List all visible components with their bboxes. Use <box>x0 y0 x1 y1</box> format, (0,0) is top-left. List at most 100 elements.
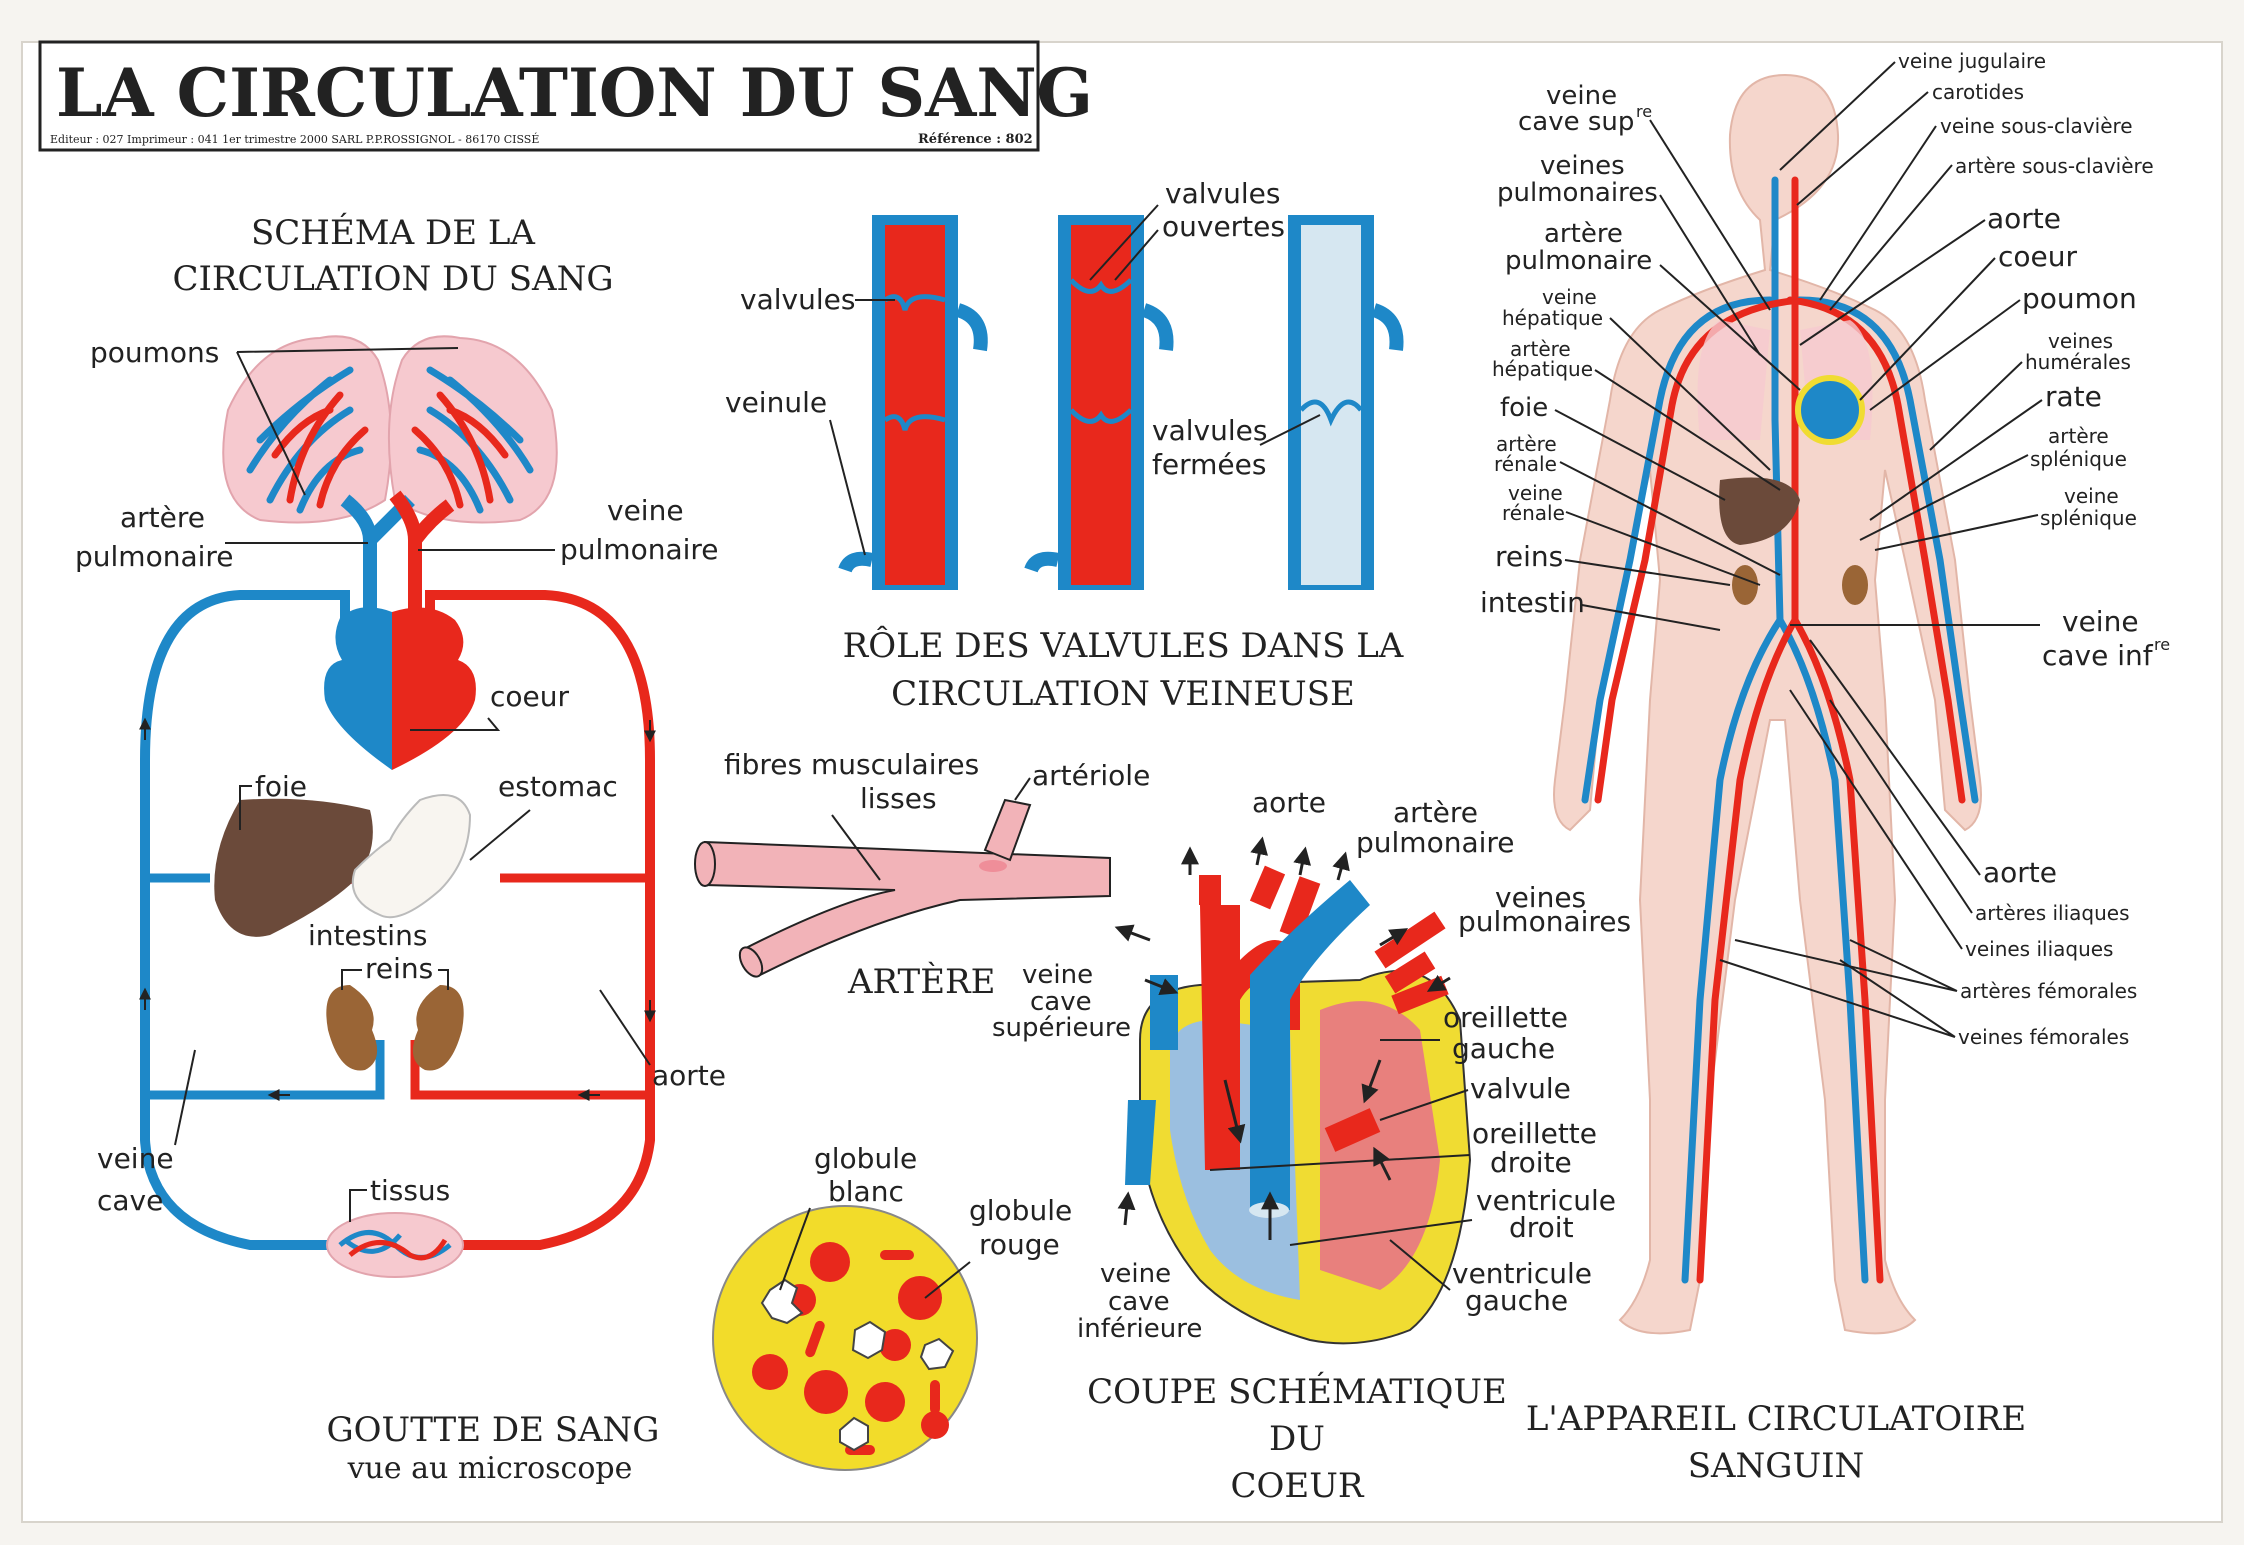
title-box <box>38 40 1040 152</box>
header: LA CIRCULATION DU SANG Editeur : 027 Imp… <box>38 40 1093 152</box>
label-foie: foie <box>255 770 307 803</box>
coeur-label-vci-l1: veine <box>1100 1259 1171 1289</box>
app-label-scv: veine sous-clavière <box>1940 114 2133 138</box>
body-lung-left <box>1697 320 1770 440</box>
app-label-sca: artère sous-clavière <box>1955 154 2154 178</box>
coeur-label-vd-l1: ventricule <box>1476 1184 1616 1217</box>
lung-right <box>387 335 558 524</box>
coeur-label-artere-l1: artère <box>1393 796 1478 829</box>
reference-text: Référence : 802 <box>918 132 1033 147</box>
schema-circulation: SCHÉMA DE LA CIRCULATION DU SANG <box>75 212 726 1278</box>
body-kidney-right <box>1842 565 1868 605</box>
goutte-label-rouge-l1: globule <box>969 1194 1072 1227</box>
aorta-loop <box>425 590 655 1250</box>
valv-title-line2: CIRCULATION VEINEUSE <box>891 674 1355 714</box>
label-tissus: tissus <box>370 1174 450 1207</box>
valv-label-valvules: valvules <box>740 283 855 316</box>
label-veine-cave-l1: veine <box>97 1142 174 1175</box>
schema-title-line1: SCHÉMA DE LA <box>251 212 535 253</box>
coeur-label-vp-l2: pulmonaires <box>1458 905 1631 938</box>
flow-arrows <box>139 717 656 1101</box>
coeur-label-valvule: valvule <box>1470 1072 1571 1105</box>
app-label-sa-l1: artère <box>2048 424 2109 448</box>
goutte-section: globule blanc globule rouge GOUTTE DE SA… <box>327 1142 1073 1486</box>
pulmonary-vein <box>389 490 455 620</box>
coeur-label-artere-l2: pulmonaire <box>1356 826 1515 859</box>
app-label-v-femorales: veines fémorales <box>1958 1025 2129 1049</box>
app-label-vh-l2: hépatique <box>1502 306 1603 330</box>
coeur-label-vcs-l3: supérieure <box>992 1013 1131 1043</box>
white-cells <box>760 1278 955 1452</box>
coeur-label-od-l1: oreillette <box>1472 1117 1597 1150</box>
app-label-ah-l1: artère <box>1510 337 1571 361</box>
valv-label-ouvertes-l2: ouvertes <box>1162 210 1285 243</box>
valv-title-line1: RÔLE DES VALVULES DANS LA <box>843 625 1404 666</box>
app-label-vr-l2: rénale <box>1502 501 1565 525</box>
app-label-carotides: carotides <box>1932 80 2024 104</box>
app-label-poumon: poumon <box>2022 282 2137 315</box>
app-label-vcs-l1: veine <box>1546 81 1617 111</box>
app-label-rate: rate <box>2045 380 2102 413</box>
app-label-sv-l1: veine <box>2064 484 2119 508</box>
app-label-sa-l2: splénique <box>2030 447 2127 471</box>
vein-closed <box>1288 215 1404 590</box>
app-label-vp-l1: veines <box>1540 151 1625 181</box>
app-label-vp-l2: pulmonaires <box>1497 178 1658 208</box>
art-label-arteriole: artériole <box>1032 759 1150 792</box>
page-title: LA CIRCULATION DU SANG <box>56 54 1093 132</box>
stomach <box>351 794 472 919</box>
coeur-label-vcs-l1: veine <box>1022 960 1093 990</box>
coeur-label-vp-l1: veines <box>1495 881 1586 914</box>
valvules-section: valvules veinule valvules ouvertes valvu… <box>725 177 1404 714</box>
label-aorte: aorte <box>652 1059 726 1092</box>
aorta-branches <box>1199 865 1321 939</box>
label-reins: reins <box>365 952 433 985</box>
arteriole <box>983 798 1032 862</box>
coeur-title-line2: DU <box>1269 1419 1325 1459</box>
coeur-label-vci-l2: cave <box>1108 1287 1170 1317</box>
app-label-vcs-l2: cave sup <box>1518 107 1634 137</box>
pulmonary-trunk <box>1250 880 1370 1210</box>
vena-cava-inf <box>1125 1100 1156 1185</box>
kidney-branch-vein <box>145 1040 385 1100</box>
app-label-ar-l2: rénale <box>1494 452 1557 476</box>
body-liver <box>1719 477 1800 545</box>
coeur-label-aorte: aorte <box>1252 786 1326 819</box>
kidney-left <box>326 985 378 1071</box>
goutte-title-line1: GOUTTE DE SANG <box>327 1410 660 1450</box>
app-label-ar-l1: artère <box>1496 432 1557 456</box>
coeur-label-og-l1: oreillette <box>1443 1001 1568 1034</box>
coeur-label-vg-l2: gauche <box>1465 1284 1568 1317</box>
imprint-text: Editeur : 027 Imprimeur : 041 1er trimes… <box>50 132 539 146</box>
blood-drop <box>712 1205 978 1471</box>
coeur-label-og-l2: gauche <box>1452 1032 1555 1065</box>
art-label-fibres-l2: lisses <box>860 782 937 815</box>
heart-arrows <box>1114 836 1451 1240</box>
goutte-label-blanc-l1: globule <box>814 1142 917 1175</box>
body-vessels <box>1581 176 1979 1284</box>
red-cells <box>752 1242 949 1455</box>
left-chambers <box>1320 1001 1440 1290</box>
app-label-vr-l1: veine <box>1508 481 1563 505</box>
artere-section: fibres musculaires lisses artériole ARTÈ… <box>694 748 1150 1002</box>
app-label-ap-l1: artère <box>1544 219 1623 249</box>
label-artere-l2: pulmonaire <box>75 540 234 573</box>
app-label-vh-l1: veine <box>1542 285 1597 309</box>
appareil-section: veine cave sup re veines pulmonaires art… <box>1480 49 2170 1486</box>
app-label-aorte2: aorte <box>1983 856 2057 889</box>
lung-vessels <box>246 366 534 514</box>
label-coeur: coeur <box>490 680 569 713</box>
vena-cava-loop <box>140 590 350 1250</box>
coeur-label-vg-l1: ventricule <box>1452 1257 1592 1290</box>
label-veine-cave-l2: cave <box>97 1184 163 1217</box>
app-label-hum-l1: veines <box>2048 329 2113 353</box>
label-veine-l2: pulmonaire <box>560 533 719 566</box>
art-label-fibres-l1: fibres musculaires <box>724 748 979 781</box>
schema-title-line2: CIRCULATION DU SANG <box>172 259 613 299</box>
art-title: ARTÈRE <box>847 961 995 1002</box>
app-label-art-femorales: artères fémorales <box>1960 979 2137 1003</box>
app-label-ah-l2: hépatique <box>1492 357 1593 381</box>
app-label-vcs-sup: re <box>1636 102 1652 121</box>
app-label-jugulaire: veine jugulaire <box>1898 49 2046 73</box>
